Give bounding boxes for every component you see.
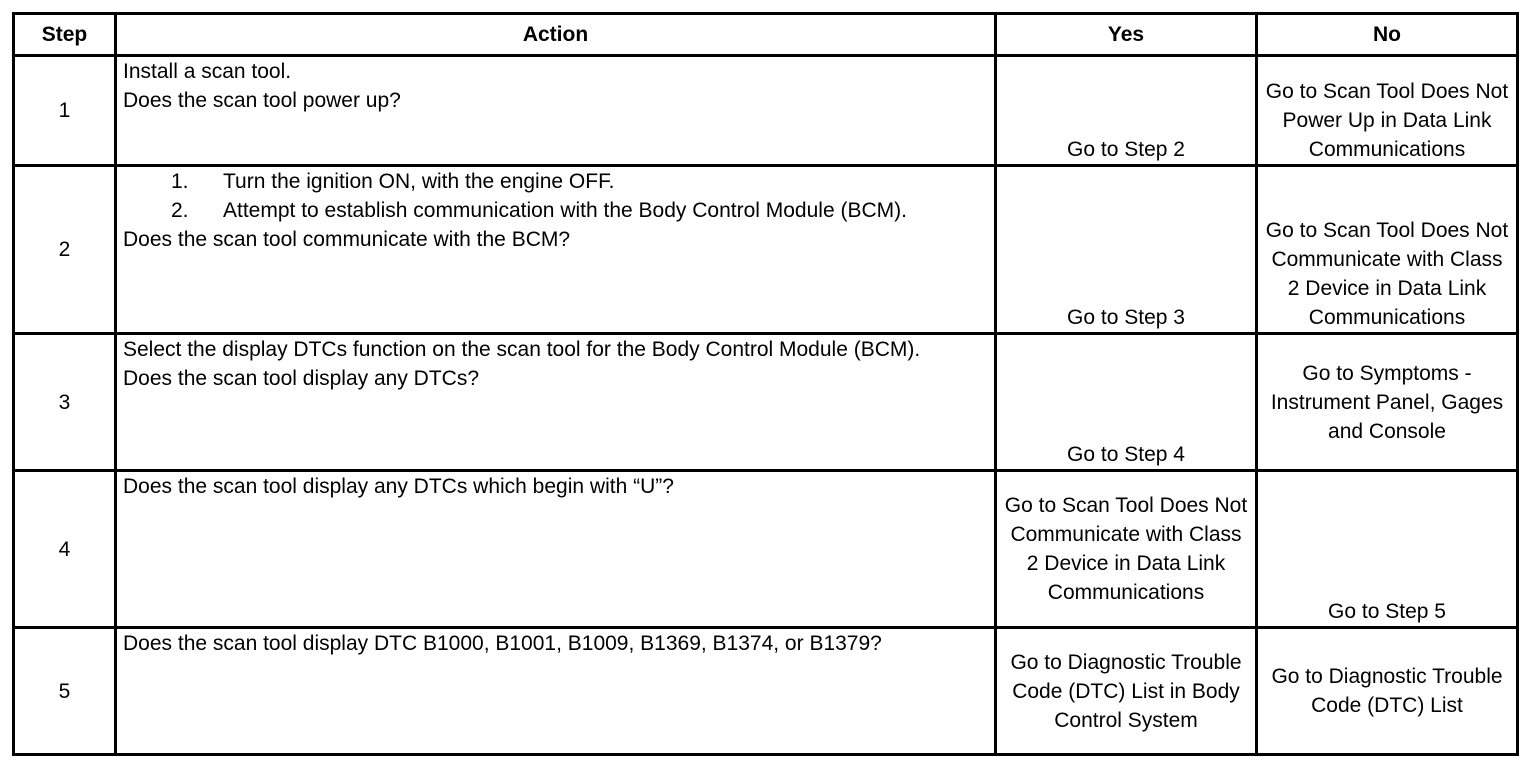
step-number: 2 — [12, 164, 117, 335]
action-cell: Install a scan tool. Does the scan tool … — [114, 54, 997, 167]
diagnostic-table: Step Action Yes No 1 Install a scan tool… — [12, 12, 1519, 756]
action-instruction: Install a scan tool. — [123, 60, 292, 83]
header-yes: Yes — [994, 12, 1258, 57]
action-instruction: Select the display DTCs function on the … — [123, 338, 921, 361]
no-result: Go to Symptoms - Instrument Panel, Gages… — [1255, 332, 1519, 472]
action-cell: Does the scan tool display any DTCs whic… — [114, 469, 997, 629]
action-question: Does the scan tool display any DTCs whic… — [123, 475, 674, 498]
action-cell: 1. Turn the ignition ON, with the engine… — [114, 164, 997, 335]
substep-list: 1. Turn the ignition ON, with the engine… — [123, 167, 988, 225]
table-row: 5 Does the scan tool display DTC B1000, … — [12, 626, 1519, 756]
action-cell: Select the display DTCs function on the … — [114, 332, 997, 472]
step-number: 5 — [12, 626, 117, 756]
header-action: Action — [114, 12, 997, 57]
no-result: Go to Scan Tool Does Not Power Up in Dat… — [1255, 54, 1519, 167]
table-row: 4 Does the scan tool display any DTCs wh… — [12, 469, 1519, 629]
step-number: 4 — [12, 469, 117, 629]
no-result: Go to Step 5 — [1255, 469, 1519, 629]
substep-item: 1. Turn the ignition ON, with the engine… — [123, 167, 988, 196]
no-result: Go to Scan Tool Does Not Communicate wit… — [1255, 164, 1519, 335]
step-number: 3 — [12, 332, 117, 472]
yes-result: Go to Diagnostic Trouble Code (DTC) List… — [994, 626, 1258, 756]
yes-result: Go to Scan Tool Does Not Communicate wit… — [994, 469, 1258, 629]
table-row: 3 Select the display DTCs function on th… — [12, 332, 1519, 472]
substep-number: 2. — [171, 199, 189, 222]
substep-number: 1. — [171, 170, 189, 193]
step-number: 1 — [12, 54, 117, 167]
header-row: Step Action Yes No — [12, 12, 1519, 57]
yes-result: Go to Step 4 — [994, 332, 1258, 472]
no-result: Go to Diagnostic Trouble Code (DTC) List — [1255, 626, 1519, 756]
substep-text: Attempt to establish communication with … — [223, 199, 907, 222]
header-step: Step — [12, 12, 117, 57]
action-question: Does the scan tool display DTC B1000, B1… — [123, 632, 882, 655]
yes-result: Go to Step 2 — [994, 54, 1258, 167]
header-no: No — [1255, 12, 1519, 57]
action-question: Does the scan tool power up? — [123, 89, 401, 112]
table-row: 2 1. Turn the ignition ON, with the engi… — [12, 164, 1519, 335]
action-cell: Does the scan tool display DTC B1000, B1… — [114, 626, 997, 756]
substep-item: 2. Attempt to establish communication wi… — [123, 196, 988, 225]
yes-result: Go to Step 3 — [994, 164, 1258, 335]
substep-text: Turn the ignition ON, with the engine OF… — [223, 170, 615, 193]
action-question: Does the scan tool display any DTCs? — [123, 367, 480, 390]
action-question: Does the scan tool communicate with the … — [123, 228, 571, 251]
table-row: 1 Install a scan tool. Does the scan too… — [12, 54, 1519, 167]
